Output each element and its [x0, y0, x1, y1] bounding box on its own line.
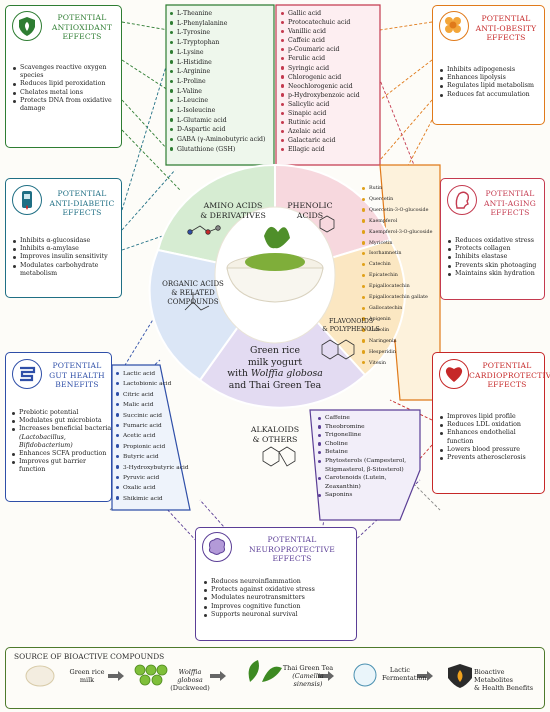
face-profile-icon — [447, 185, 477, 215]
shield-leaf-icon — [12, 11, 42, 41]
segment-flavonoids: FLAVONOIDS& POLYPHENOLS — [322, 318, 380, 333]
source-footer: SOURCE OF BIOACTIVE COMPOUNDS — [5, 647, 545, 709]
footer-green-tea: Thai Green Tea(Camellia sinensis) — [282, 664, 334, 688]
segment-amino-acids: AMINO ACIDS& DERIVATIVES — [200, 201, 266, 220]
glucometer-icon — [12, 185, 42, 215]
intestine-icon — [12, 359, 42, 389]
fat-cells-icon — [439, 11, 469, 41]
footer-bioactive-metabolites: Bioactive Metabolites& Health Benefits — [474, 668, 534, 692]
heart-icon — [439, 359, 469, 389]
segment-alkaloids: ALKALOIDS& OTHERS — [250, 425, 300, 444]
center-product-label: Green rice milk yogurt with Wolffia glob… — [227, 345, 323, 391]
footer-wolffia: Wolffia globosa(Duckweed) — [170, 668, 210, 692]
footer-title: SOURCE OF BIOACTIVE COMPOUNDS — [14, 652, 165, 661]
brain-icon — [202, 532, 232, 562]
